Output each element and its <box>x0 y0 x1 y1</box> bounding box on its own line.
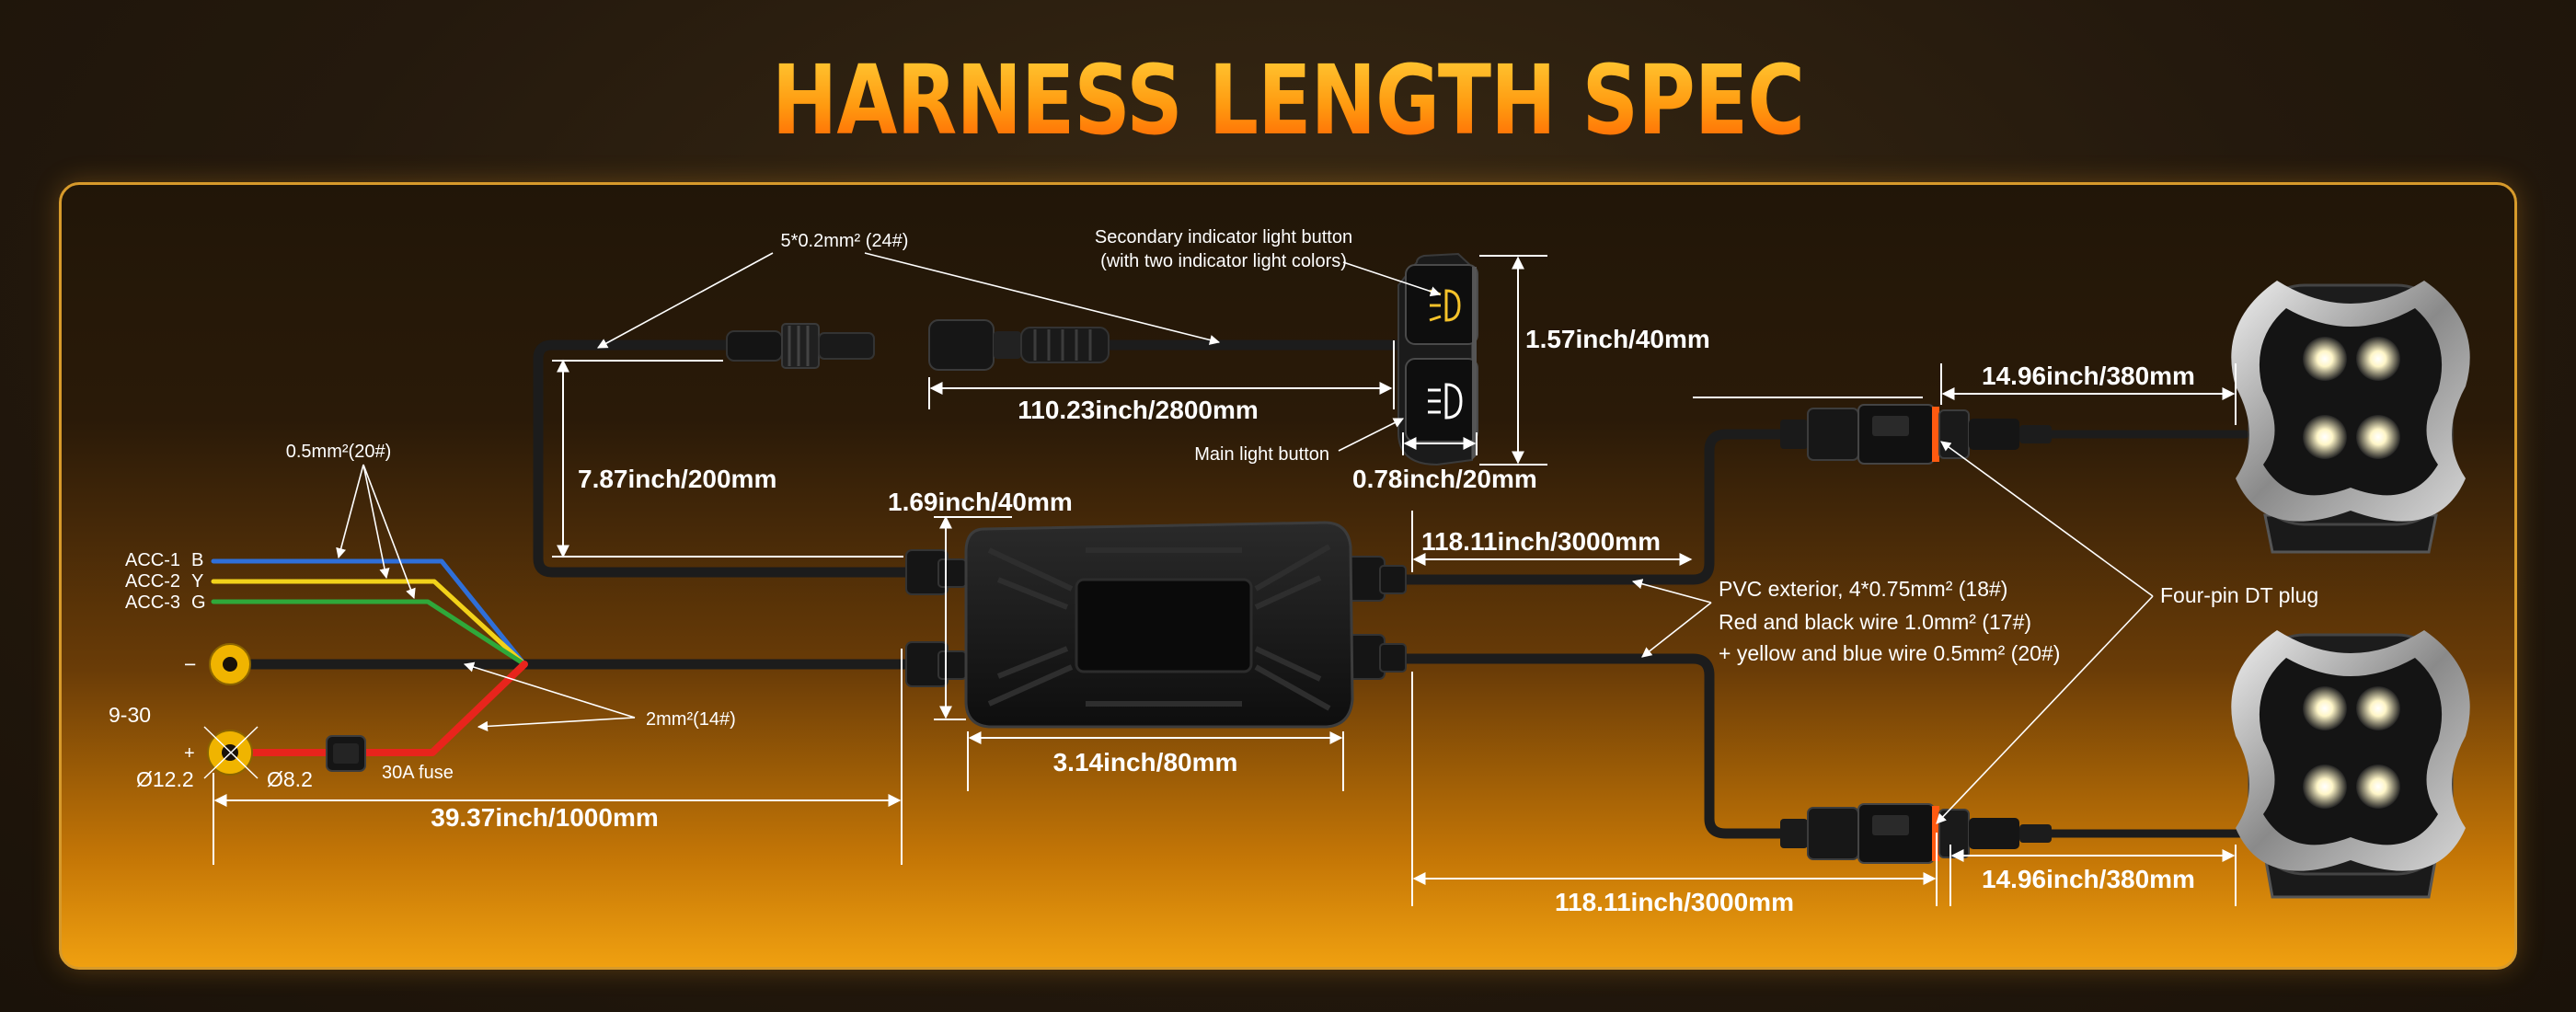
dt-plug-label: Four-pin DT plug <box>2160 583 2318 607</box>
wire-positive-red <box>237 661 528 756</box>
dim-output-bottom: 118.11inch/3000mm <box>1555 888 1794 916</box>
gauge-24-label: 5*0.2mm² (24#) <box>781 231 909 251</box>
ring-terminal-negative <box>209 643 251 685</box>
acc1-label: ACC-1 <box>125 550 180 570</box>
switch-cable <box>533 339 912 578</box>
acc3-label: ACC-3 <box>125 592 180 613</box>
output-cable-bottom <box>1397 653 1800 839</box>
light-pod-bottom <box>2231 630 2470 899</box>
dt-plug-bottom <box>1780 803 2052 864</box>
dim-pigtail-top: 14.96inch/380mm <box>1982 362 2195 390</box>
acc2-color: Y <box>191 571 203 592</box>
main-light-icon <box>1428 383 1463 420</box>
secondary-button-note: (with two indicator light colors) <box>1100 251 1347 271</box>
dimension-lines <box>213 255 2237 906</box>
acc2-label: ACC-2 <box>125 571 180 592</box>
dim-button-width: 0.78inch/20mm <box>1352 465 1537 493</box>
dim-switch-cable: 110.23inch/2800mm <box>1018 396 1259 424</box>
gauge-14-label: 2mm²(14#) <box>646 709 736 730</box>
light-pod-top <box>2231 281 2470 554</box>
dim-box-height: 1.69inch/40mm <box>888 488 1073 516</box>
ring-big-label: Ø12.2 <box>136 767 194 791</box>
wire-acc3-green <box>211 599 527 667</box>
cables <box>211 339 2249 839</box>
fuse-label: 30A fuse <box>382 763 454 783</box>
dim-output-top: 118.11inch/3000mm <box>1421 527 1661 556</box>
dim-power-cable: 39.37inch/1000mm <box>431 803 659 832</box>
pvc-spec-line-1: PVC exterior, 4*0.75mm² (18#) <box>1719 577 2007 601</box>
pvc-spec-line-2: Red and black wire 1.0mm² (17#) <box>1719 610 2031 634</box>
fuse-holder <box>326 735 366 772</box>
page-title: HARNESS LENGTH SPEC <box>232 44 2344 156</box>
main-button-label: Main light button <box>1194 444 1329 465</box>
voltage-label: 9-30 <box>109 703 151 727</box>
dt-plug-top <box>1780 404 2052 465</box>
ring-small-label: Ø8.2 <box>267 767 313 791</box>
secondary-button-label: Secondary indicator light button <box>1095 227 1352 247</box>
negative-label: − <box>184 652 196 676</box>
control-box <box>905 521 1407 729</box>
acc3-color: G <box>191 592 206 613</box>
pvc-spec-line-3: + yellow and blue wire 0.5mm² (20#) <box>1719 641 2060 665</box>
dim-riser: 7.87inch/200mm <box>578 465 776 493</box>
callout-lines <box>336 252 2154 824</box>
dim-pigtail-bottom: 14.96inch/380mm <box>1982 865 2195 893</box>
dim-button-height: 1.57inch/40mm <box>1525 325 1710 353</box>
wire-acc2-yellow <box>211 579 527 667</box>
positive-label: + <box>184 743 195 764</box>
gauge-20-label: 0.5mm²(20#) <box>286 442 391 462</box>
wire-acc1-blue <box>211 558 527 667</box>
switch-connector-female <box>726 323 875 369</box>
dim-box-width: 3.14inch/80mm <box>1053 748 1238 776</box>
switch-connector-male <box>928 319 1110 371</box>
ring-crosshair <box>203 726 259 779</box>
acc1-color: B <box>191 550 203 570</box>
output-cable-top <box>1397 429 1800 585</box>
switch-panel <box>1397 252 1478 466</box>
